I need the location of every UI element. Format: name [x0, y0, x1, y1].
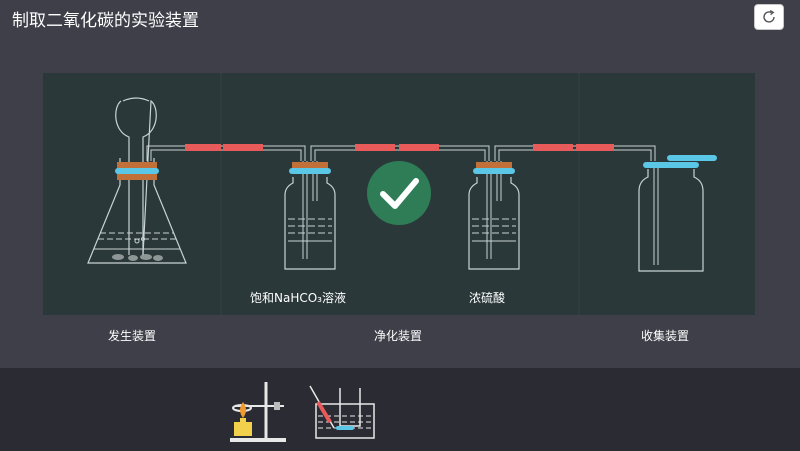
section-label-generation: 发生装置 [108, 329, 157, 343]
glass-plate [643, 162, 699, 168]
page-title: 制取二氧化碳的实验装置 [12, 11, 199, 31]
nahco3-label: 饱和NaHCO₃溶液 [250, 291, 346, 305]
conical-flask [87, 158, 187, 264]
tray-item-alcohol-lamp[interactable] [226, 380, 292, 448]
tray-item-water-trough[interactable] [306, 382, 378, 444]
clamp-ring [117, 177, 157, 180]
thistle-funnel [115, 97, 157, 256]
clamp-ring [289, 168, 331, 174]
rubber-tube [185, 144, 614, 151]
sulfuric-acid-label: 浓硫酸 [469, 291, 506, 305]
checkmark-icon [367, 161, 431, 225]
section-label-purification: 净化装置 [374, 329, 423, 343]
apparatus-tray [0, 368, 800, 451]
refresh-icon [763, 9, 775, 23]
clamp-ring [473, 168, 515, 174]
water-trough-collection-icon [309, 385, 375, 439]
wash-bottle-nahco3 [284, 161, 336, 270]
clamp-ring [115, 168, 159, 174]
glass-plate [667, 155, 717, 161]
section-label-collection: 收集装置 [641, 329, 690, 343]
gas-collecting-bottle [638, 163, 704, 272]
alcohol-lamp-stand-icon [230, 382, 286, 442]
refresh-button[interactable] [754, 4, 784, 30]
wash-bottle-sulfuric-acid [468, 161, 520, 270]
apparatus-board: 饱和NaHCO₃溶液 浓硫酸 [43, 73, 755, 315]
